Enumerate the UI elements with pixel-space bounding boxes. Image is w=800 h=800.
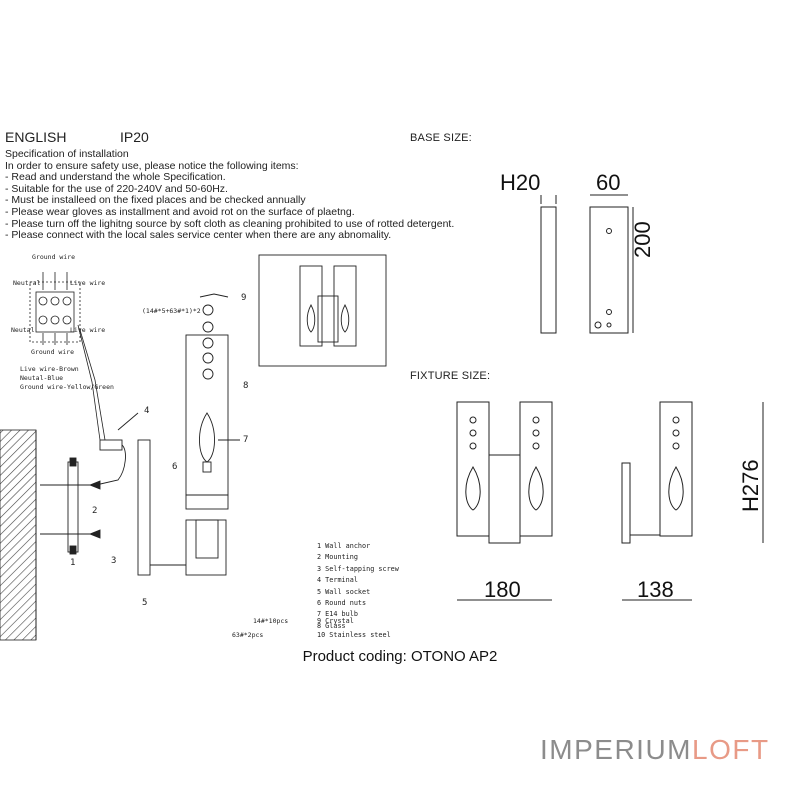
wiring-neutral-top: Neutral (13, 279, 41, 287)
base-depth-dimension: H20 (500, 170, 541, 195)
parts-list: 1 Wall anchor 2 Mounting 3 Self-tapping … (317, 541, 399, 632)
wiring-live-bottom: Live wire (70, 326, 106, 334)
wiring-legend-neutral: Neutal-Blue (20, 374, 64, 382)
fixture-size-heading: FIXTURE SIZE: (410, 370, 491, 382)
base-height-dimension: 200 (630, 221, 655, 258)
parts-list-item: 1 Wall anchor (317, 542, 371, 550)
specification-item: - Please connect with the local sales se… (5, 229, 392, 242)
fixture-front-drawing (456, 401, 553, 601)
callout-6: 6 (172, 462, 178, 472)
specification-item: - Read and understand the whole Specific… (5, 171, 226, 184)
parts-list-item: 8 Glass (317, 621, 346, 630)
fixture-side-drawing (621, 401, 764, 601)
crystal-qty: 14#*10pcs (253, 617, 289, 625)
wiring-legend-ground: Ground wire-Yellow/Green (20, 383, 114, 391)
callout-2: 2 (92, 506, 98, 516)
parts-list-item: 5 Wall socket (317, 587, 371, 596)
specification-item: - Please wear gloves as installment and … (5, 205, 355, 218)
wiring-live-top: Live wire (70, 279, 106, 287)
fixture-depth-dimension: 138 (637, 577, 674, 602)
brand-logo-part2: LOFT (692, 734, 770, 765)
callout-7: 7 (243, 435, 249, 445)
wiring-legend-live: Live wire-Brown (20, 365, 79, 373)
parts-list-item: 4 Terminal (317, 576, 358, 585)
crystal-part: 9 Crystal (317, 617, 354, 625)
specification-title: Specification of installation (5, 148, 129, 160)
callout-1: 1 (70, 558, 76, 568)
wiring-neutral-bottom: Neutal (11, 326, 35, 334)
specification-item: - Please turn off the lighitng source by… (5, 217, 455, 230)
exploded-fixture (185, 293, 240, 510)
callout-9: 9 (241, 293, 247, 303)
wiring-ground-bottom: Ground wire (31, 348, 75, 356)
crystal-size-label: (14#*5+63#*1)*2 (142, 307, 201, 315)
ip-rating-label: IP20 (120, 129, 149, 145)
fixture-height-dimension: H276 (738, 459, 763, 512)
parts-list-item: 7 E14 bulb (317, 610, 358, 619)
inset-preview (258, 254, 387, 367)
brand-logo: IMPERIUMLOFT (540, 734, 770, 766)
wiring-ground-top: Ground wire (32, 253, 76, 261)
specification-item: - Must be installeed on the fixed places… (5, 194, 306, 207)
parts-list-item: 2 Mounting (317, 553, 358, 562)
specification-intro: In order to ensure safety use, please no… (5, 159, 299, 172)
base-size-heading: BASE SIZE: (410, 132, 472, 144)
specification-item: - Suitable for the use of 220-240V and 5… (5, 182, 228, 195)
parts-list-item: 6 Round nuts (317, 599, 367, 608)
steel-qty: 63#*2pcs (232, 631, 264, 639)
callout-4: 4 (144, 406, 150, 416)
mounting-assembly (40, 412, 227, 576)
language-label: ENGLISH (5, 129, 67, 145)
brand-logo-part1: IMPERIUM (540, 734, 692, 765)
parts-list-item: 3 Self-tapping screw (317, 564, 399, 573)
wall-hatch (0, 429, 37, 641)
callout-8: 8 (243, 381, 249, 391)
base-size-drawing (540, 194, 634, 334)
callout-5: 5 (142, 598, 148, 608)
steel-part: 10 Stainless steel (317, 631, 391, 639)
wiring-diagram (29, 272, 106, 441)
specification-block: Specification of installation In order t… (5, 148, 455, 242)
base-width-dimension: 60 (596, 170, 621, 195)
callout-3: 3 (111, 556, 117, 566)
fixture-width-dimension: 180 (484, 577, 521, 602)
product-coding: Product coding: OTONO AP2 (302, 648, 498, 665)
